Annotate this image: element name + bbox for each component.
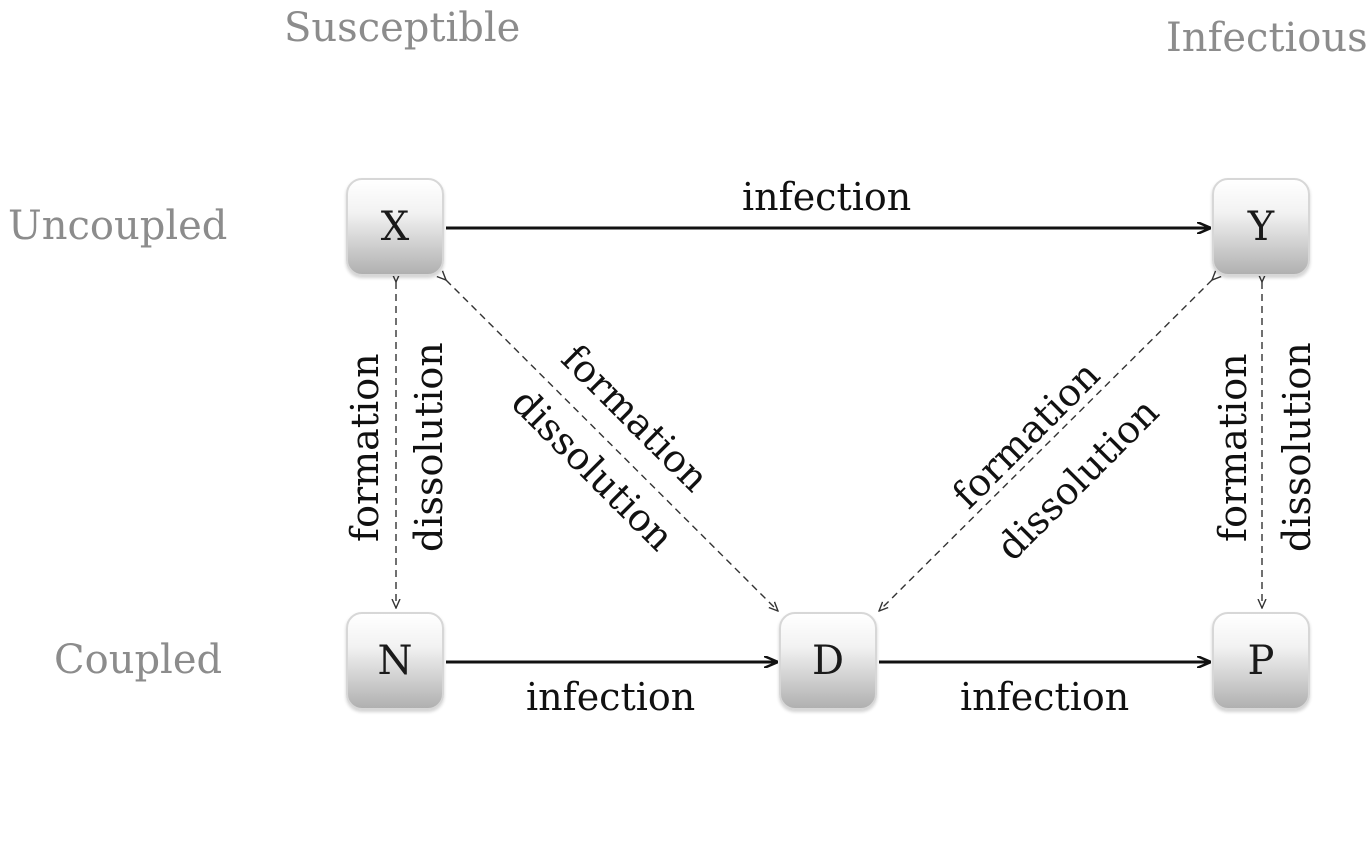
label-formation-y-p: formation <box>1211 353 1255 542</box>
edge-x-d <box>446 280 778 611</box>
label-infection-n-d: infection <box>526 675 696 719</box>
node-n: N <box>346 612 444 710</box>
label-dissolution-y-p: dissolution <box>1275 342 1319 552</box>
column-header-infectious: Infectious <box>1166 15 1367 61</box>
row-header-coupled: Coupled <box>54 637 223 683</box>
node-x: X <box>346 178 444 276</box>
node-d: D <box>779 612 877 710</box>
label-formation-x-n: formation <box>343 353 387 542</box>
node-p: P <box>1212 612 1310 710</box>
label-dissolution-x-n: dissolution <box>407 342 451 552</box>
node-y: Y <box>1212 178 1310 276</box>
row-header-uncoupled: Uncoupled <box>8 203 228 249</box>
label-infection-x-y: infection <box>742 175 912 219</box>
label-infection-d-p: infection <box>960 675 1130 719</box>
edge-y-d <box>879 280 1212 611</box>
column-header-susceptible: Susceptible <box>284 5 521 51</box>
